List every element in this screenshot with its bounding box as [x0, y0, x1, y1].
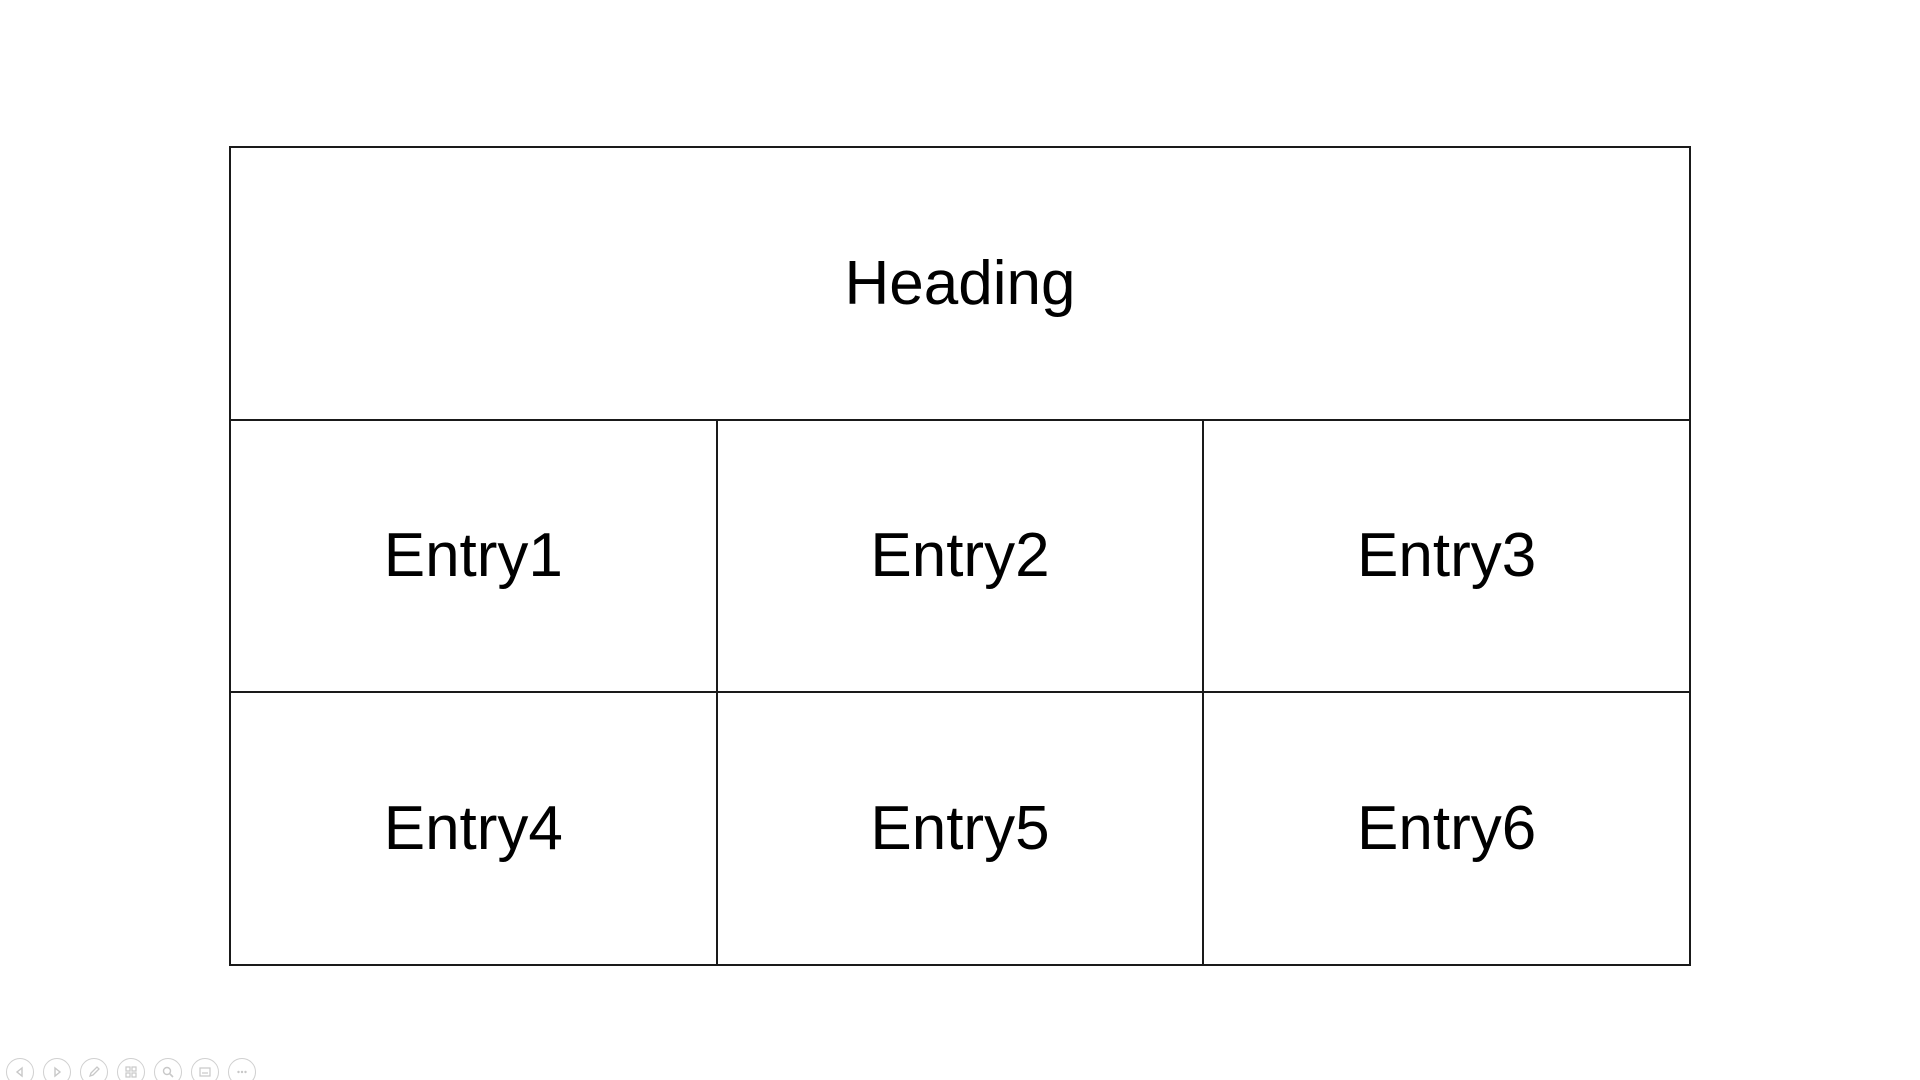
arrow-right-icon — [54, 1066, 62, 1078]
table-cell: Entry2 — [715, 418, 1205, 694]
content-table: Heading Entry1 Entry2 Entry3 Entry4 Entr… — [229, 146, 1691, 966]
slides-grid-icon — [125, 1066, 137, 1078]
table-heading-cell: Heading — [229, 146, 1691, 421]
screen-icon — [199, 1067, 211, 1077]
next-slide-button[interactable] — [43, 1058, 71, 1080]
table-heading-row: Heading — [229, 146, 1691, 421]
table-cell: Entry5 — [715, 691, 1205, 966]
more-options-button[interactable] — [228, 1058, 256, 1080]
see-all-slides-button[interactable] — [117, 1058, 145, 1080]
table-cell: Entry3 — [1202, 418, 1691, 694]
table-row: Entry1 Entry2 Entry3 — [229, 418, 1691, 694]
table-cell: Entry6 — [1202, 691, 1691, 966]
ellipsis-icon — [237, 1070, 247, 1074]
slideshow-toolbar — [6, 1058, 256, 1080]
previous-slide-button[interactable] — [6, 1058, 34, 1080]
subtitles-button[interactable] — [191, 1058, 219, 1080]
table-cell: Entry1 — [229, 418, 718, 694]
pen-icon — [88, 1066, 100, 1078]
zoom-button[interactable] — [154, 1058, 182, 1080]
magnifier-icon — [162, 1066, 174, 1078]
pen-tool-button[interactable] — [80, 1058, 108, 1080]
arrow-left-icon — [15, 1066, 23, 1078]
table-cell: Entry4 — [229, 691, 718, 966]
table-row: Entry4 Entry5 Entry6 — [229, 691, 1691, 966]
